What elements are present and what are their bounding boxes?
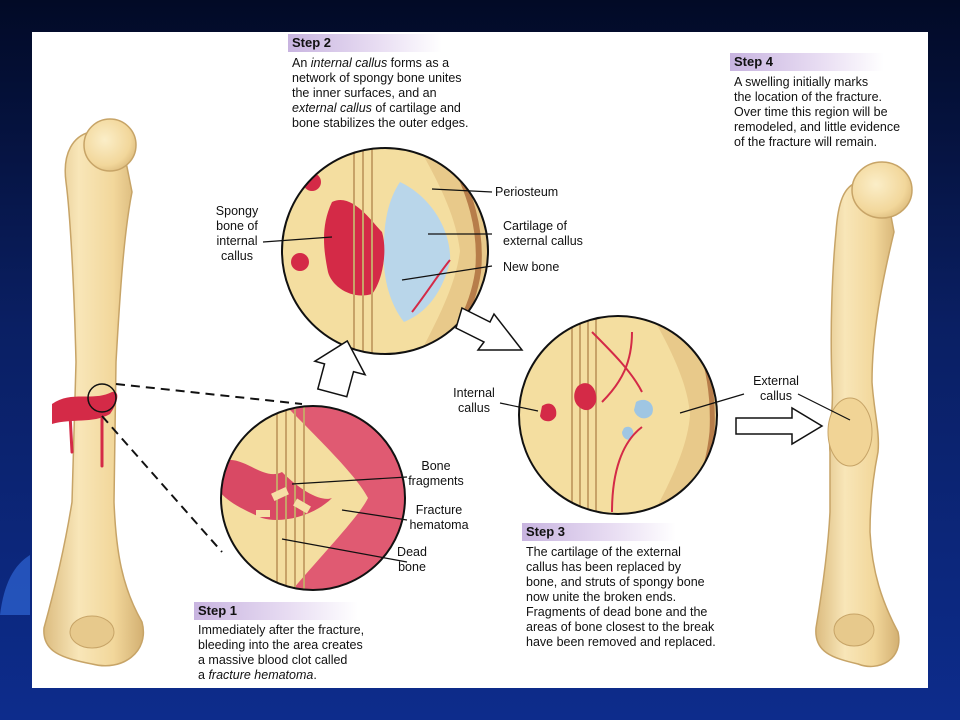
- step4-text: A swelling initially marks the location …: [734, 75, 928, 150]
- step4-line: the location of the fracture.: [734, 90, 883, 104]
- fractured-humerus: [43, 118, 145, 667]
- leader-lines: [262, 188, 851, 563]
- label-periosteum: Periosteum: [495, 185, 559, 199]
- arrow-step2-to-step3: [455, 306, 524, 351]
- step1-circle: [220, 405, 406, 591]
- label-external-callus: External callus: [753, 374, 799, 403]
- healed-humerus: [815, 161, 913, 668]
- step3-line: bone, and struts of spongy bone: [526, 575, 705, 589]
- magnify-lines: [101, 383, 303, 553]
- step2-text: An internal callus forms as a network of…: [292, 56, 532, 131]
- step4-line: of the fracture will remain.: [734, 135, 878, 149]
- step3-circle: [518, 315, 718, 515]
- step2-line: external callus of cartilage and: [292, 101, 461, 115]
- step2-line: An internal callus forms as a: [292, 56, 450, 70]
- step1-line: a fracture hematoma.: [198, 668, 317, 682]
- step3-line: areas of bone closest to the break: [526, 620, 715, 634]
- label-internal-callus: Internal callus: [453, 386, 495, 415]
- step3-line: Fragments of dead bone and the: [526, 605, 708, 619]
- label-bone-fragments: Bone fragments: [408, 459, 464, 488]
- step4-line: remodeled, and little evidence: [734, 120, 901, 134]
- step3-line: now unite the broken ends.: [526, 590, 677, 604]
- step1-line: a massive blood clot called: [198, 653, 348, 667]
- diagram-art: [43, 118, 913, 668]
- step1-line: Immediately after the fracture,: [198, 623, 365, 637]
- arrow-step3-to-step4: [735, 406, 824, 446]
- slide-panel: Step 1 Immediately after the fracture, b…: [32, 32, 928, 688]
- step2-line: network of spongy bone unites: [292, 71, 462, 85]
- step4-line: Over time this region will be: [734, 105, 888, 119]
- label-dead-bone: Dead bone: [397, 545, 427, 574]
- arrow-step1-to-step2: [313, 339, 367, 398]
- step2-line: the inner surfaces, and an: [292, 86, 437, 100]
- step3-line: callus has been replaced by: [526, 560, 681, 574]
- step3-text: The cartilage of the external callus has…: [526, 545, 786, 650]
- step3-line: The cartilage of the external: [526, 545, 681, 559]
- step1-text: Immediately after the fracture, bleeding…: [198, 623, 438, 683]
- step4-line: A swelling initially marks: [734, 75, 869, 89]
- step1-tag: Step 1: [194, 602, 358, 620]
- step3-line: have been removed and replaced.: [526, 635, 716, 649]
- step2-tag: Step 2: [288, 34, 442, 52]
- step2-line: bone stabilizes the outer edges.: [292, 116, 469, 130]
- step1-line: bleeding into the area creates: [198, 638, 363, 652]
- label-cartilage-external-callus: Cartilage of external callus: [503, 219, 583, 248]
- label-spongy-bone: Spongy bone of internal callus: [215, 204, 259, 263]
- slide-corner-decoration: [0, 555, 30, 615]
- step3-tag: Step 3: [522, 523, 676, 541]
- label-fracture-hematoma: Fracture hematoma: [409, 503, 469, 532]
- label-new-bone: New bone: [503, 260, 560, 274]
- step4-tag: Step 4: [730, 53, 884, 71]
